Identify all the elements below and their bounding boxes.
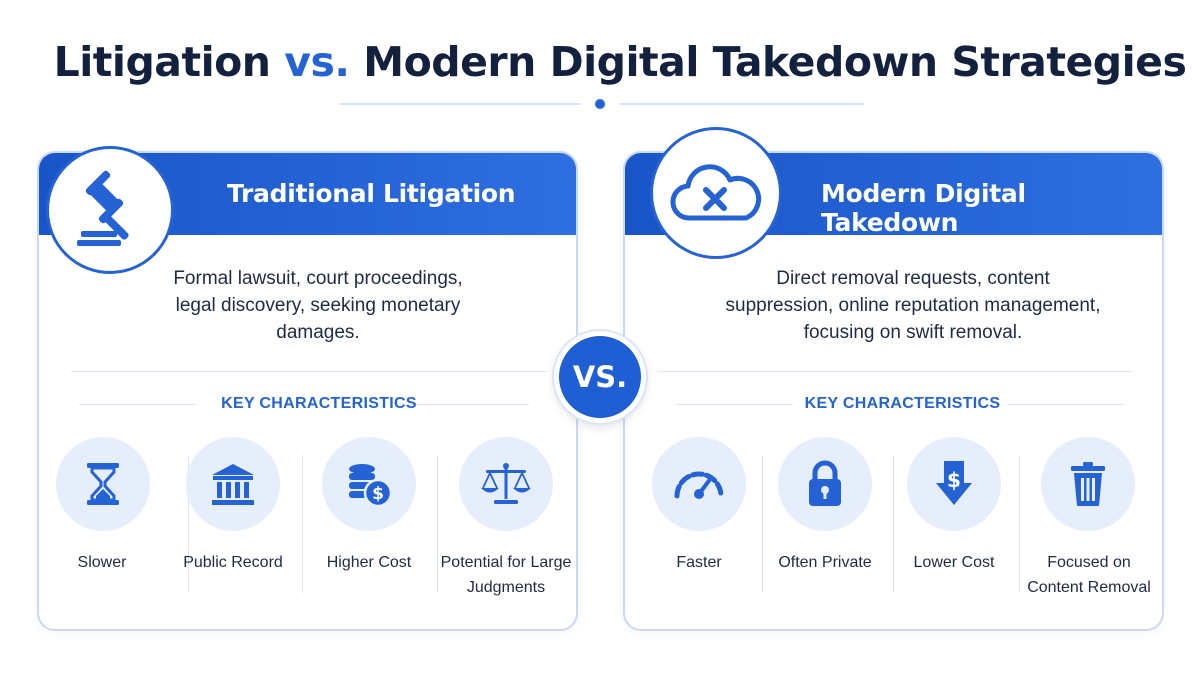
title-vs: vs. (284, 38, 350, 86)
title-rule-left (340, 103, 580, 105)
speedometer-icon (652, 437, 746, 531)
cloud-x-icon (650, 127, 782, 259)
trash-icon (1041, 437, 1135, 531)
kc-rule-right-a (675, 404, 793, 405)
panel-title-left: Traditional Litigation (227, 179, 516, 208)
padlock-icon (778, 437, 872, 531)
divider-left (71, 371, 547, 372)
vs-badge: VS. (554, 331, 646, 423)
divider-right (657, 371, 1133, 372)
gavel-icon (46, 146, 174, 274)
scales-icon (459, 437, 553, 531)
coins-dollar-icon: $ (322, 437, 416, 531)
kc-rule-right-b (1007, 404, 1125, 405)
title-part2: Modern Digital Takedown Strategies (363, 38, 1187, 86)
char-divider (302, 455, 303, 593)
svg-text:$: $ (372, 484, 384, 504)
kc-rule-left-a (79, 404, 197, 405)
characteristic-label: Lower Cost (913, 554, 995, 571)
char-divider (762, 455, 763, 593)
svg-text:$: $ (947, 468, 961, 492)
description-left: Formal lawsuit, court proceedings, legal… (173, 268, 463, 343)
panel-title-right: Modern Digital Takedown (821, 179, 1026, 237)
hourglass-icon (56, 437, 150, 531)
kc-rule-left-b (411, 404, 529, 405)
courthouse-icon (186, 437, 280, 531)
characteristic-label: Often Private (778, 554, 872, 571)
characteristic-label: Focused on Content Removal (1027, 554, 1151, 596)
characteristic-label: Slower (77, 554, 127, 571)
characteristic-label: Potential for Large Judgments (440, 554, 572, 596)
characteristic-label: Higher Cost (326, 554, 412, 571)
char-divider (893, 455, 894, 593)
description-right: Direct removal requests, content suppres… (725, 268, 1101, 343)
characteristic-label: Public Record (183, 554, 283, 571)
char-divider (188, 455, 189, 593)
dollar-down-arrow-icon: $ (907, 437, 1001, 531)
page-title: Litigation vs. Modern Digital Takedown S… (0, 38, 1200, 86)
key-characteristics-label-left: KEY CHARACTERISTICS (221, 395, 417, 412)
char-divider (1019, 455, 1020, 593)
key-characteristics-label-right: KEY CHARACTERISTICS (804, 395, 1001, 412)
char-divider (437, 455, 438, 593)
characteristic-label: Faster (676, 554, 722, 571)
title-rule-right (620, 103, 864, 105)
title-part1: Litigation (53, 38, 271, 86)
title-dot (595, 99, 605, 109)
